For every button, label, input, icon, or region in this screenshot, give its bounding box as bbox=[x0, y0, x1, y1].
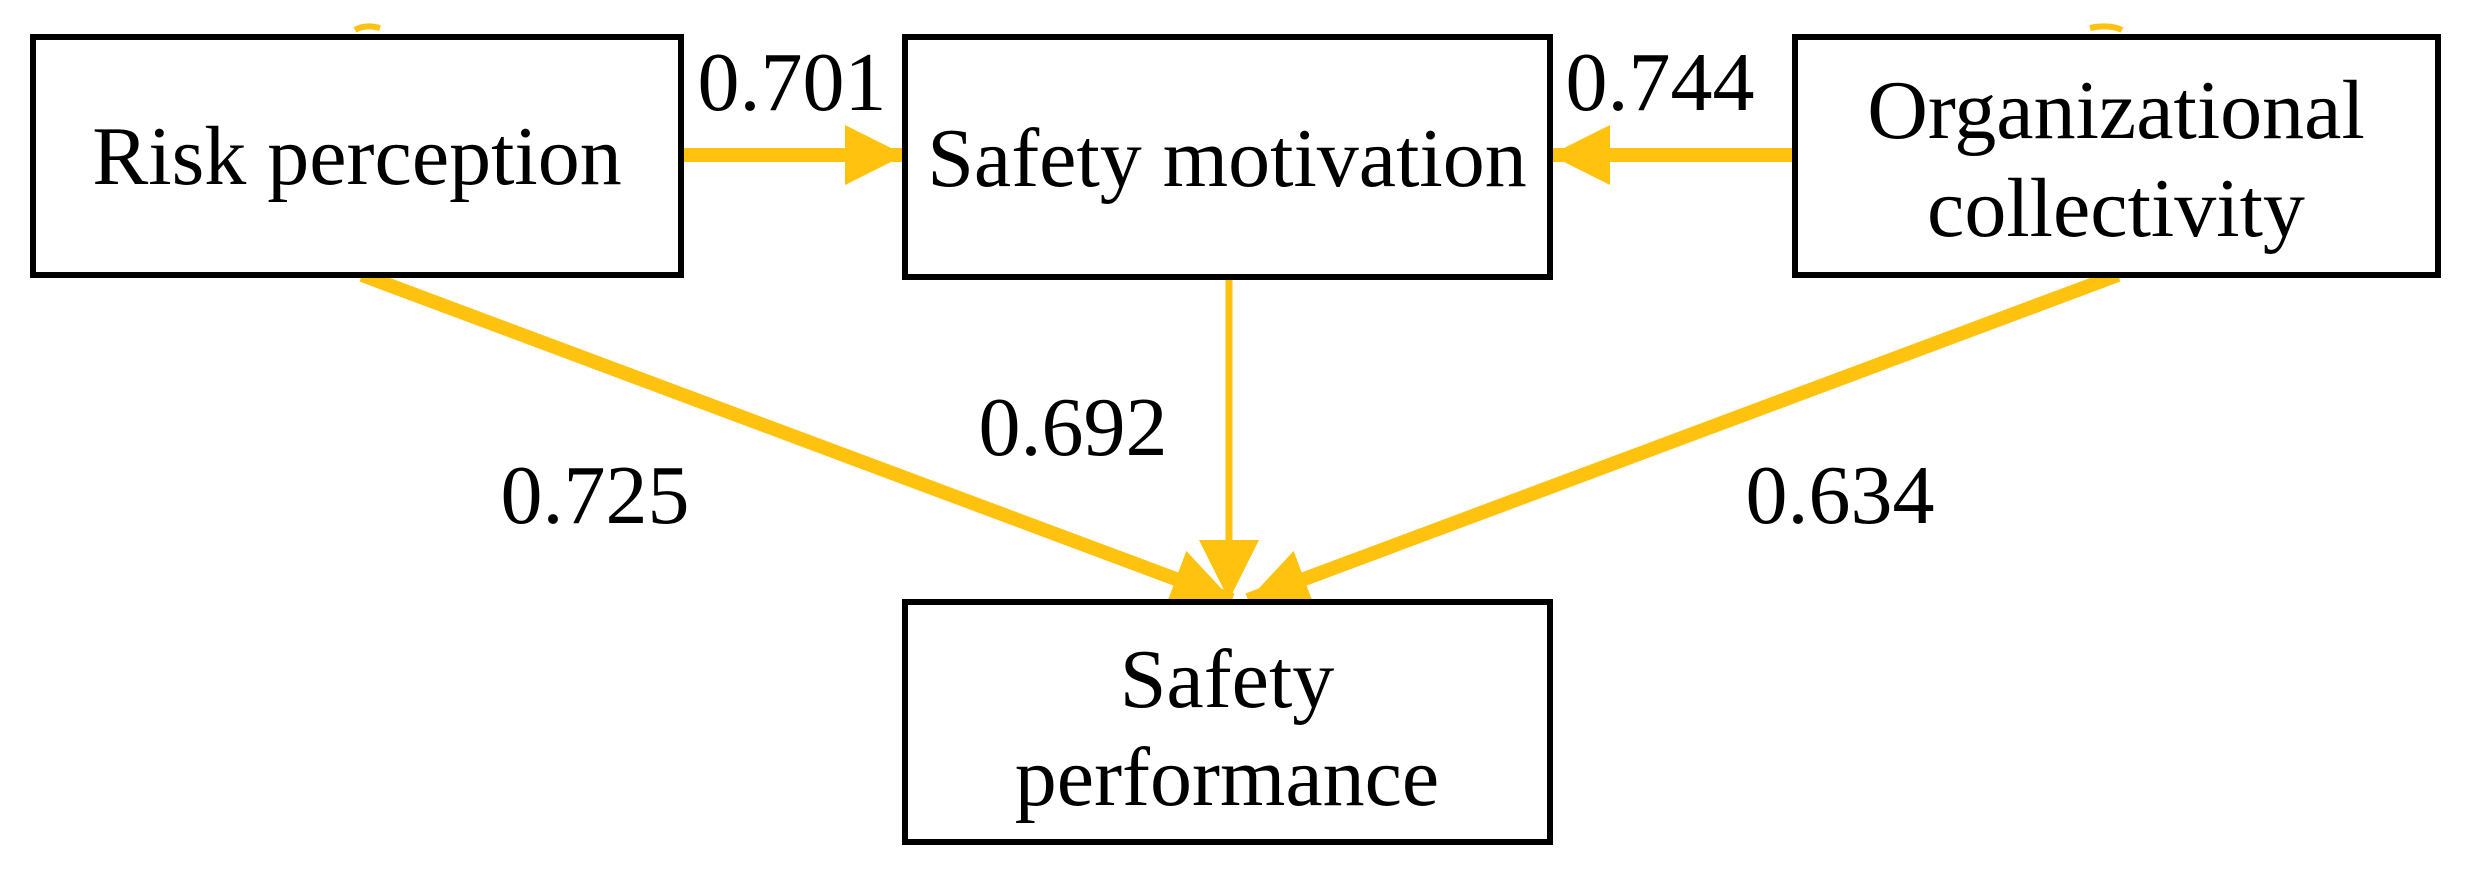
cropped-connector-left bbox=[353, 23, 381, 33]
node-safety-motivation-label: Safety motivation bbox=[927, 112, 1527, 205]
coef-motivation-to-performance: 0.692 bbox=[979, 381, 1168, 474]
coef-risk-to-motivation: 0.701 bbox=[698, 36, 887, 129]
node-safety-performance: Safety performance bbox=[902, 599, 1553, 845]
arrow-collectivity-to-performance bbox=[1245, 268, 2121, 608]
node-safety-performance-line1: Safety bbox=[1120, 633, 1335, 726]
node-organizational-collectivity-line2: collectivity bbox=[1927, 162, 2305, 255]
node-organizational-collectivity-line1: Organizational bbox=[1867, 64, 2365, 157]
cropped-connector-right bbox=[2089, 23, 2124, 33]
node-safety-performance-line2: performance bbox=[1015, 731, 1439, 824]
node-risk-perception-label: Risk perception bbox=[92, 110, 622, 203]
coef-collectivity-to-performance: 0.634 bbox=[1746, 449, 1935, 542]
node-organizational-collectivity: Organizational collectivity bbox=[1792, 34, 2441, 278]
node-risk-perception: Risk perception bbox=[30, 34, 684, 278]
arrow-risk-to-performance bbox=[359, 268, 1235, 608]
coef-collectivity-to-motivation: 0.744 bbox=[1566, 36, 1755, 129]
node-safety-motivation: Safety motivation bbox=[902, 34, 1553, 280]
coef-risk-to-performance: 0.725 bbox=[501, 449, 690, 542]
